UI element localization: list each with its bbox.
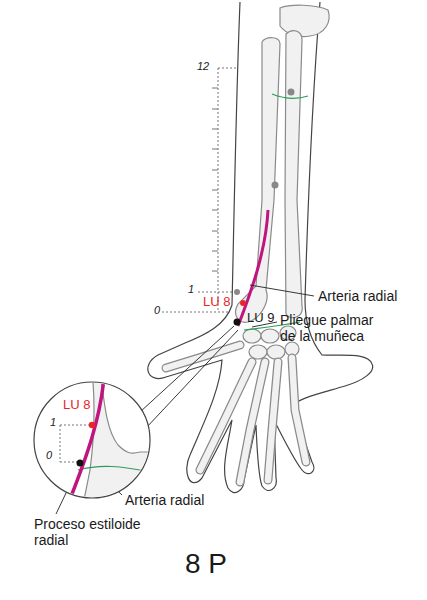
- scale-number: 12: [197, 60, 209, 73]
- scale-number: 0: [46, 449, 52, 462]
- bones: [236, 5, 330, 359]
- finger-bones: [166, 345, 306, 482]
- scale-number: 0: [154, 304, 160, 317]
- point-label: LU 9: [247, 311, 274, 326]
- part-label: Proceso estiloide radial: [34, 516, 162, 548]
- arm-outline: [148, 2, 373, 493]
- part-label: Arteria radial: [318, 288, 397, 304]
- point-dot: [240, 300, 246, 306]
- point-dot: [234, 319, 241, 326]
- landmark-dot: [234, 289, 240, 295]
- caption: 8 P: [185, 548, 227, 580]
- point-label: LU 8: [203, 295, 230, 310]
- part-label: Pliegue palmar de la muñeca: [280, 312, 388, 344]
- scale-number: 1: [50, 416, 56, 429]
- point-label: LU 8: [63, 398, 90, 413]
- landmark-dot: [272, 182, 279, 189]
- part-label: Arteria radial: [125, 492, 204, 508]
- landmark-dot: [288, 89, 295, 96]
- radial-artery: [238, 210, 268, 326]
- scale-number: 1: [188, 283, 194, 296]
